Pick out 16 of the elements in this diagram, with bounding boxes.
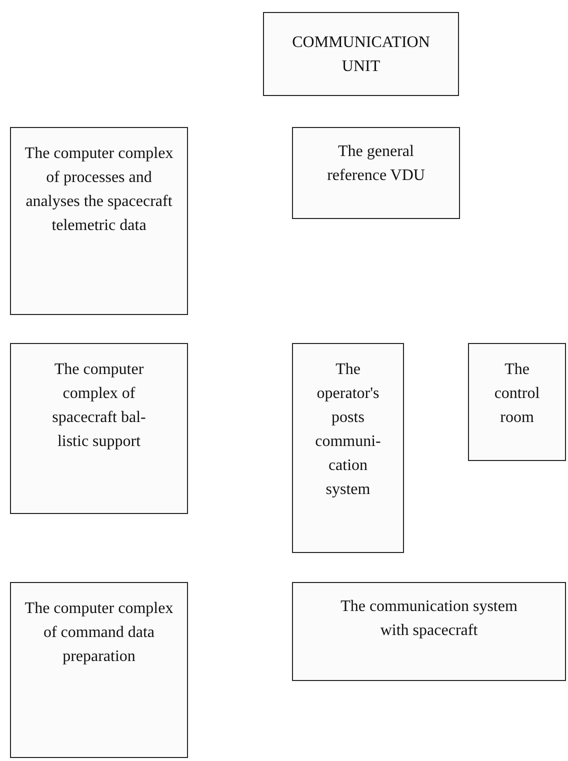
box-text: The computer complex of spacecraft bal- listic support: [51, 360, 147, 452]
box-text: The operator's posts communi- cation system: [314, 360, 382, 500]
box-text: The general reference VDU: [326, 142, 426, 186]
box-text: The computer complex of processes and analyses the spacecraft telemetric data: [24, 144, 174, 236]
box-text: The computer complex of command data preparation: [24, 599, 174, 667]
process-box: [10, 582, 188, 758]
process-box: [263, 12, 459, 96]
process-box: [468, 343, 566, 461]
process-box: [292, 343, 404, 553]
box-text: The communication system with spacecraft: [340, 597, 518, 641]
box-text: The control room: [493, 360, 541, 428]
box-text: COMMUNICATION UNIT: [291, 33, 431, 77]
process-box: [292, 582, 566, 681]
process-box: [10, 127, 188, 315]
process-box: [10, 343, 188, 514]
process-box: [292, 127, 460, 219]
